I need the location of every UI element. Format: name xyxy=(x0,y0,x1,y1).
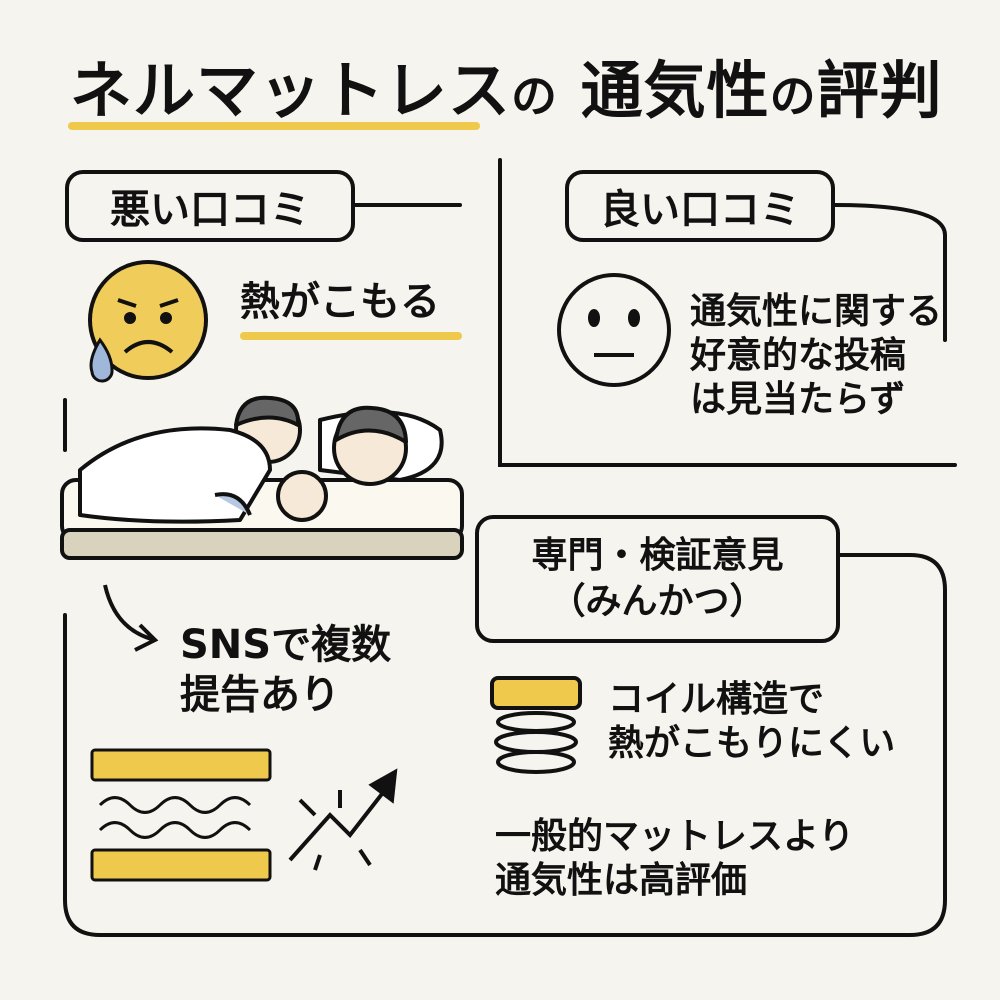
title-underline xyxy=(68,122,480,130)
coil-note: コイル構造で熱がこもりにくい xyxy=(608,679,896,764)
good-note: 通気性に関する好意的な投稿は見当たらず xyxy=(690,291,943,420)
sad-face-icon xyxy=(88,260,208,383)
bad-note: SNSで複数提告あり xyxy=(180,622,392,718)
bad-heading-underline xyxy=(240,332,462,340)
page-title: ネルマットレスの 通気性の評判 xyxy=(70,54,943,127)
mattress-layers-icon xyxy=(90,748,272,882)
bad-reviews-label: 悪い口コミ xyxy=(65,170,355,242)
divider-good xyxy=(498,158,957,467)
arrow-icon xyxy=(103,584,159,652)
neutral-face-icon xyxy=(557,273,671,387)
family-sleeping-illustration xyxy=(60,395,464,560)
frame-bottom xyxy=(63,553,947,937)
coil-spring-icon xyxy=(490,676,582,774)
bad-heading: 熱がこもる xyxy=(240,279,440,325)
good-reviews-label: 良い口コミ xyxy=(565,170,835,242)
connector-good xyxy=(833,203,947,342)
expert-label: 専門・検証意見（みんかつ） xyxy=(475,515,840,643)
heat-burst-icon xyxy=(288,768,398,871)
expert-summary: 一般的マットレスより通気性は高評価 xyxy=(495,816,855,901)
